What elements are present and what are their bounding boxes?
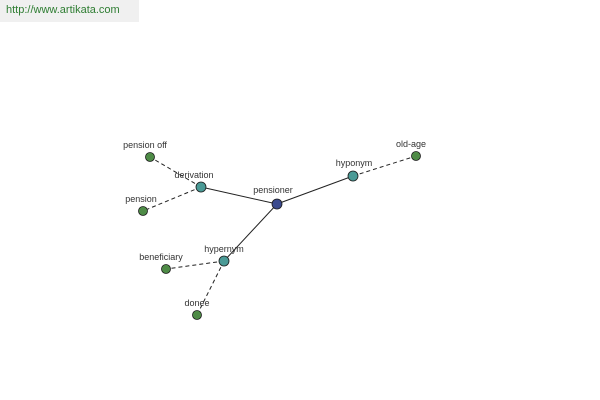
label-layer: pensioner derivation hyponym hypernym pensio… <box>123 139 426 308</box>
edge-pensioner-hypernym <box>223 203 278 262</box>
label-donee[interactable]: donee <box>184 298 209 308</box>
node-old-age[interactable] <box>411 151 421 161</box>
node-pensioner[interactable] <box>271 198 283 210</box>
node-layer <box>138 151 421 320</box>
node-donee[interactable] <box>192 310 202 320</box>
node-hypernym[interactable] <box>218 255 230 267</box>
label-hyponym[interactable]: hyponym <box>336 158 373 168</box>
edge-hypernym-beneficiary <box>165 260 225 270</box>
source-url[interactable]: http://www.artikata.com <box>0 0 139 22</box>
node-pension[interactable] <box>138 206 148 216</box>
label-derivation[interactable]: derivation <box>174 170 213 180</box>
label-pension[interactable]: pension <box>125 194 157 204</box>
edge-pensioner-hyponym <box>276 175 354 205</box>
label-pensioner[interactable]: pensioner <box>253 185 293 195</box>
node-beneficiary[interactable] <box>161 264 171 274</box>
label-hypernym[interactable]: hypernym <box>204 244 244 254</box>
edge-derivation-pension <box>142 186 202 212</box>
edge-layer <box>142 155 417 316</box>
node-pension-off[interactable] <box>145 152 155 162</box>
edge-pensioner-derivation <box>200 186 278 205</box>
label-beneficiary[interactable]: beneficiary <box>139 252 183 262</box>
label-old-age[interactable]: old-age <box>396 139 426 149</box>
edge-hypernym-donee <box>196 260 225 316</box>
label-pension-off[interactable]: pension off <box>123 140 167 150</box>
node-derivation[interactable] <box>195 181 207 193</box>
node-hyponym[interactable] <box>347 170 359 182</box>
edge-derivation-pension-off <box>149 156 202 188</box>
